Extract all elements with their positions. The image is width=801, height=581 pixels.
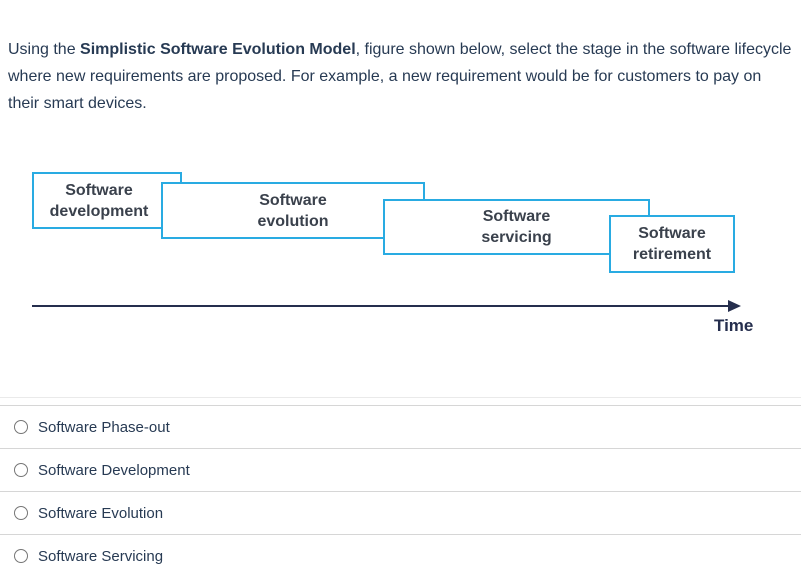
question-model-name: Simplistic Software Evolution Model <box>80 41 356 58</box>
stage-box-development: Software development <box>32 172 182 229</box>
answer-option-development[interactable]: Software Development <box>0 448 801 491</box>
stage-label-evolution: Software evolution <box>257 191 329 230</box>
answer-option-label: Software Evolution <box>38 504 164 522</box>
question-prefix: Using the <box>8 41 81 58</box>
time-axis-line <box>32 305 730 307</box>
radio-button[interactable] <box>14 506 28 520</box>
time-axis-label: Time <box>714 316 754 335</box>
question-text: Using the Simplistic Software Evolution … <box>8 36 796 117</box>
time-axis-arrowhead-icon <box>728 300 741 312</box>
stage-box-evolution: Software evolution <box>161 182 425 239</box>
answer-option-servicing[interactable]: Software Servicing <box>0 534 801 577</box>
answer-option-phase-out[interactable]: Software Phase-out <box>0 405 801 448</box>
radio-button[interactable] <box>14 549 28 563</box>
radio-button[interactable] <box>14 463 28 477</box>
stage-label-retirement: Software retirement <box>632 225 712 263</box>
answer-option-label: Software Servicing <box>38 547 164 565</box>
answer-options: Software Phase-out Software Development … <box>0 405 801 577</box>
answer-option-label: Software Phase-out <box>38 418 170 436</box>
stage-box-servicing: Software servicing <box>383 199 650 255</box>
content-divider <box>0 397 801 398</box>
stage-label-development: Software development <box>49 181 149 220</box>
answer-option-label: Software Development <box>38 461 190 479</box>
stage-box-retirement: Software retirement <box>609 215 735 273</box>
stage-label-servicing: Software servicing <box>481 208 552 246</box>
question-suffix: , figure shown below, select the stage i… <box>8 41 792 112</box>
radio-button[interactable] <box>14 420 28 434</box>
answer-option-evolution[interactable]: Software Evolution <box>0 491 801 534</box>
